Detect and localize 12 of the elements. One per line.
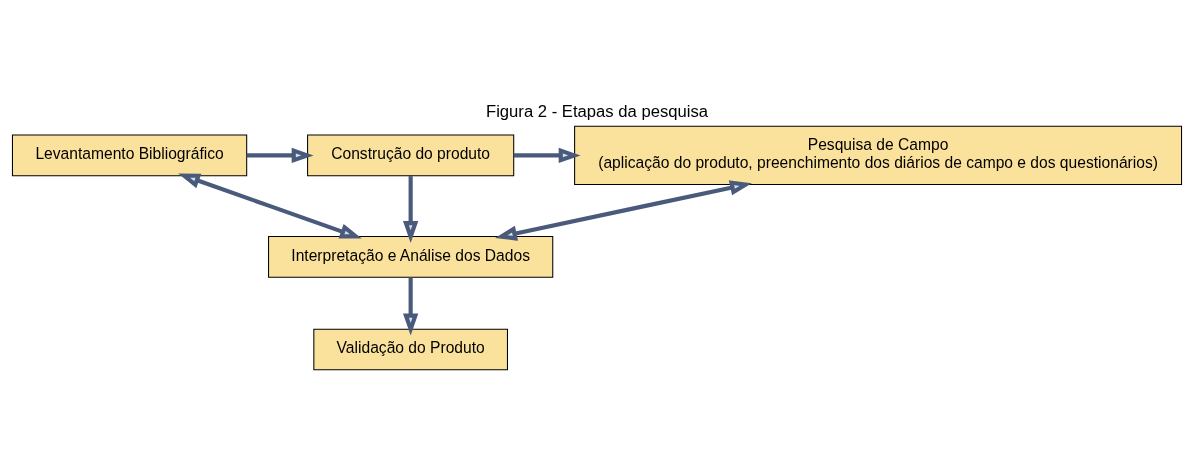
- arrow: [495, 179, 752, 241]
- node-box: Construção do produto: [307, 134, 515, 176]
- arrow: [246, 147, 314, 163]
- node-box: Validação do Produto: [313, 328, 508, 370]
- node-box: Pesquisa de Campo (aplicação do produto, preenchimento dos diários de campo e dos questionários): [574, 125, 1183, 185]
- node-box: Interpretação e Análise dos Dados: [268, 235, 554, 278]
- arrow: [513, 147, 581, 163]
- arrow: [403, 175, 419, 243]
- node-box: Levantamento Bibliográfico: [11, 134, 248, 176]
- arrow: [178, 173, 362, 239]
- arrow: [403, 277, 419, 335]
- diagram-title: Figura 2 - Etapas da pesquisa: [485, 101, 709, 121]
